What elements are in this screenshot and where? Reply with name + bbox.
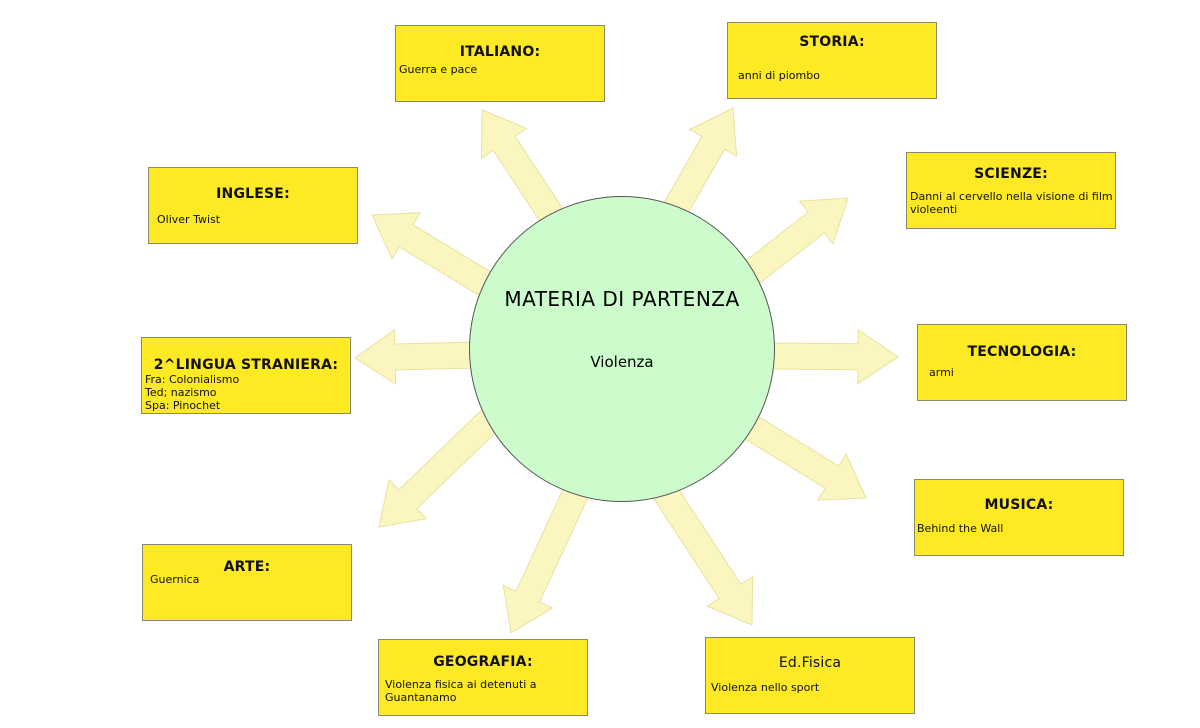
subject-line: Ted; nazismo <box>145 386 217 399</box>
subject-title: ARTE: <box>223 559 271 575</box>
subject-box-italiano: ITALIANO: Guerra e pace <box>395 25 605 102</box>
subject-box-arte: ARTE: Guernica <box>142 544 352 621</box>
subject-title: SCIENZE: <box>974 166 1048 182</box>
subject-line: Danni al cervello nella visione di film <box>910 190 1113 203</box>
subject-line: anni di piombo <box>738 69 820 82</box>
subject-title: 2^LINGUA STRANIERA: <box>153 357 339 373</box>
subject-title: Ed.Fisica <box>778 655 842 671</box>
subject-line: Spa: Pinochet <box>145 399 221 412</box>
subject-line: Fra: Colonialismo <box>145 373 240 386</box>
arrow-to-arte <box>378 407 502 528</box>
subject-line: Behind the Wall <box>917 522 1004 535</box>
arrow-to-scienze <box>741 197 849 286</box>
subject-title: TECNOLOGIA: <box>967 344 1077 360</box>
subject-title: GEOGRAFIA: <box>433 654 533 670</box>
arrow-to-tecnologia <box>769 328 899 385</box>
arrow-to-inglese <box>371 212 500 300</box>
subject-title: INGLESE: <box>216 186 290 202</box>
subject-box-storia: STORIA: anni di piombo <box>727 22 937 99</box>
subject-line: Guantanamo <box>385 691 457 704</box>
subject-box-lingua-straniera: 2^LINGUA STRANIERA: Fra: Colonialismo Te… <box>141 337 351 414</box>
subject-line: Guernica <box>150 573 200 586</box>
arrow-to-musica <box>744 416 867 501</box>
arrow-to-lingua <box>354 329 475 385</box>
subject-box-geografia: GEOGRAFIA: Violenza fisica ai detenuti a… <box>378 639 588 716</box>
subject-title: MUSICA: <box>984 497 1054 513</box>
subject-line: violeenti <box>910 203 958 216</box>
subject-line: Violenza nello sport <box>711 681 820 694</box>
arrow-to-storia <box>660 107 738 223</box>
subject-box-inglese: INGLESE: Oliver Twist <box>148 167 358 244</box>
subject-box-tecnologia: TECNOLOGIA: armi <box>917 324 1127 401</box>
subject-title: STORIA: <box>799 34 865 50</box>
subject-line: armi <box>929 366 954 379</box>
subject-box-ed-fisica: Ed.Fisica Violenza nello sport <box>705 637 915 714</box>
central-title: MATERIA DI PARTENZA <box>504 287 740 311</box>
subject-title: ITALIANO: <box>459 44 541 60</box>
subject-box-scienze: SCIENZE: Danni al cervello nella visione… <box>906 152 1116 229</box>
subject-box-musica: MUSICA: Behind the Wall <box>914 479 1124 556</box>
subject-line: Guerra e pace <box>399 63 478 76</box>
central-topic-circle: MATERIA DI PARTENZA Violenza <box>469 196 775 502</box>
central-topic: Violenza <box>590 353 654 371</box>
arrow-to-italiano <box>480 109 570 233</box>
arrow-to-geografia <box>502 481 591 634</box>
subject-line: Oliver Twist <box>157 213 221 226</box>
subject-line: Violenza fisica ai detenuti a <box>385 678 537 691</box>
arrow-to-ed-fisica <box>651 481 754 626</box>
